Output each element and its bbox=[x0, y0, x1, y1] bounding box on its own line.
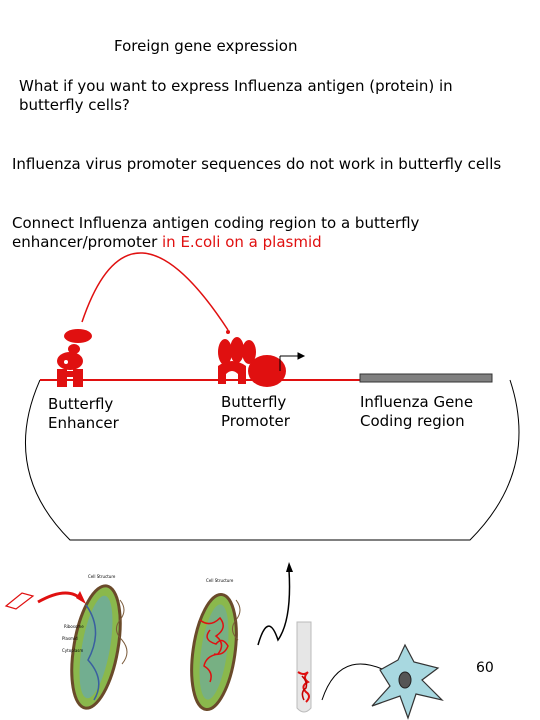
promoter-label-1: Butterfly bbox=[221, 393, 287, 411]
enhancer-promoter-arrow bbox=[81, 252, 229, 331]
svg-text:Ribosome: Ribosome bbox=[64, 624, 84, 629]
bacterium-1: Cell Structure Ribosome Plasmid Cytoplas… bbox=[62, 574, 128, 710]
transcription-start-arrow bbox=[279, 352, 306, 371]
svg-text:Plasmid: Plasmid bbox=[62, 636, 78, 641]
to-tube-arrow bbox=[257, 569, 291, 646]
question-line-1: What if you want to express Influenza an… bbox=[19, 77, 453, 95]
question-line-2: butterfly cells? bbox=[19, 96, 130, 114]
coding-label-2: Coding region bbox=[360, 412, 465, 430]
svg-text:Cell Structure: Cell Structure bbox=[206, 578, 234, 583]
coding-label-1: Influenza Gene bbox=[360, 393, 474, 411]
svg-text:Cell Structure: Cell Structure bbox=[88, 574, 116, 579]
promoter-label-2: Promoter bbox=[221, 412, 290, 430]
enhancer-label-2: Enhancer bbox=[48, 414, 119, 432]
enhancer-label-1: Butterfly bbox=[48, 395, 114, 413]
transfer-arrow bbox=[37, 591, 84, 604]
connect-line-2-black: enhancer/promoter bbox=[12, 233, 163, 251]
plasmid-insert-icon bbox=[4, 592, 35, 610]
connect-line-2: enhancer/promoter in E.coli on a plasmid bbox=[12, 233, 322, 252]
slide-title: Foreign gene expression bbox=[114, 37, 298, 55]
connect-line-1: Connect Influenza antigen coding region … bbox=[12, 214, 420, 232]
enhancer-factor bbox=[57, 329, 92, 387]
promoter-complex bbox=[218, 337, 286, 387]
test-tube bbox=[296, 621, 312, 713]
connect-line-2-red: in E.coli on a plasmid bbox=[162, 233, 322, 251]
butterfly-cell bbox=[371, 643, 444, 720]
page-number: 60 bbox=[476, 660, 494, 676]
plasmid-outline bbox=[24, 379, 520, 541]
bacterium-2: Cell Structure bbox=[190, 578, 241, 712]
svg-text:Cytoplasm: Cytoplasm bbox=[62, 648, 83, 653]
statement-text: Influenza virus promoter sequences do no… bbox=[12, 155, 502, 173]
coding-region-bar bbox=[359, 373, 493, 383]
